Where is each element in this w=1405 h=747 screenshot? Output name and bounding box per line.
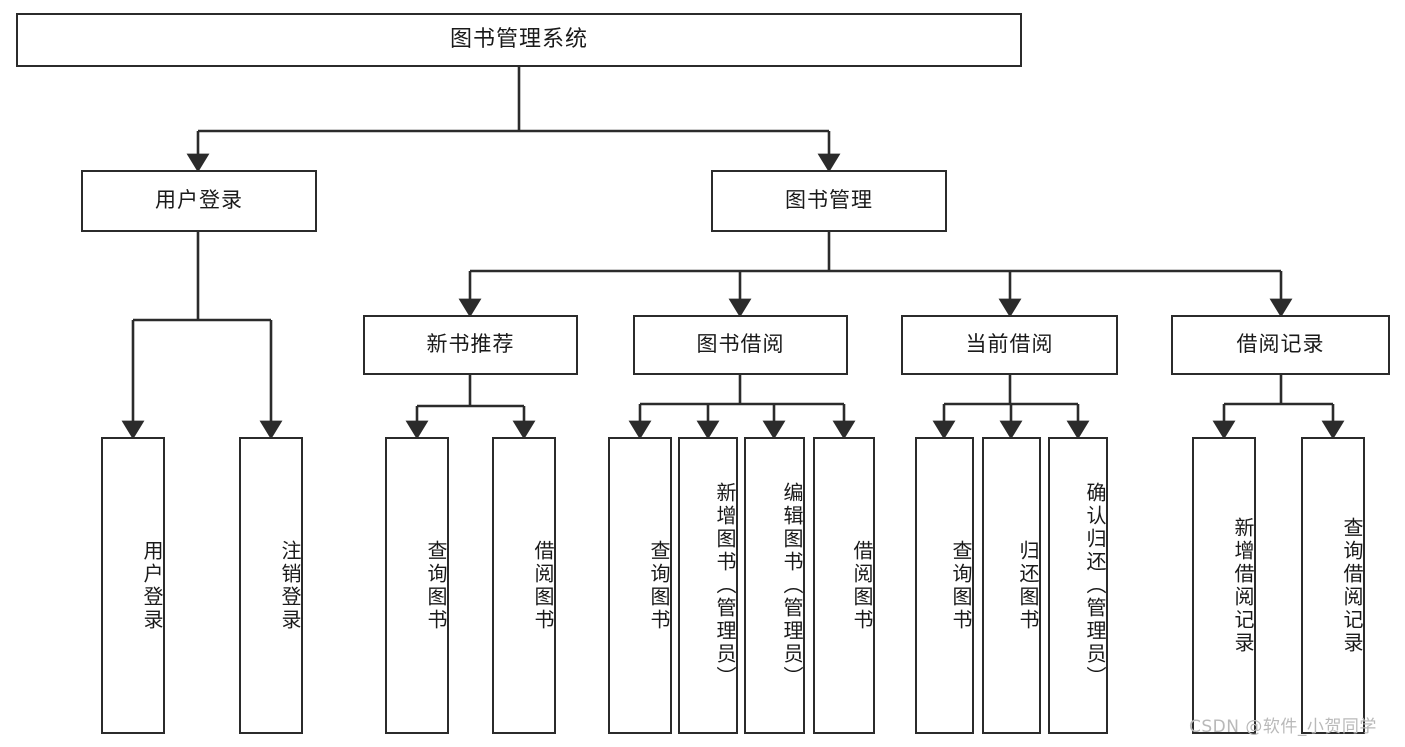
leaf-book-borrow-add-book-admin[interactable]: 新增图书（管理员）: [678, 437, 738, 734]
node-root-system[interactable]: 图书管理系统: [16, 13, 1022, 67]
leaf-label: 查询图书: [949, 539, 973, 632]
leaf-book-borrow-borrow-book[interactable]: 借阅图书: [813, 437, 875, 734]
leaf-user-login-login[interactable]: 用户登录: [101, 437, 165, 734]
leaf-label: 注销登录: [278, 539, 302, 632]
leaf-label: 确认归还（管理员）: [1083, 482, 1107, 689]
leaf-label: 查询借阅记录: [1340, 516, 1364, 655]
node-user-login[interactable]: 用户登录: [81, 170, 317, 232]
leaf-label: 借阅图书: [850, 539, 874, 632]
leaf-label: 查询图书: [647, 539, 671, 632]
node-book-management[interactable]: 图书管理: [711, 170, 947, 232]
leaf-label: 归还图书: [1016, 539, 1040, 632]
leaf-label: 查询图书: [424, 539, 448, 632]
leaf-label: 用户登录: [140, 539, 164, 632]
leaf-current-borrow-return-book[interactable]: 归还图书: [982, 437, 1041, 734]
leaf-current-borrow-query-book[interactable]: 查询图书: [915, 437, 974, 734]
node-borrow-record[interactable]: 借阅记录: [1171, 315, 1390, 375]
watermark-text: CSDN @软件_小贺同学: [1189, 717, 1377, 737]
leaf-new-book-query-book[interactable]: 查询图书: [385, 437, 449, 734]
node-book-borrow[interactable]: 图书借阅: [633, 315, 848, 375]
leaf-book-borrow-query-book[interactable]: 查询图书: [608, 437, 672, 734]
node-current-borrow[interactable]: 当前借阅: [901, 315, 1118, 375]
leaf-label: 新增图书（管理员）: [713, 482, 737, 689]
leaf-label: 借阅图书: [531, 539, 555, 632]
leaf-current-borrow-confirm-return-admin[interactable]: 确认归还（管理员）: [1048, 437, 1108, 734]
leaf-user-login-logout[interactable]: 注销登录: [239, 437, 303, 734]
leaf-new-book-borrow-book[interactable]: 借阅图书: [492, 437, 556, 734]
leaf-label: 新增借阅记录: [1231, 516, 1255, 655]
leaf-borrow-record-add-record[interactable]: 新增借阅记录: [1192, 437, 1256, 734]
leaf-borrow-record-query-record[interactable]: 查询借阅记录: [1301, 437, 1365, 734]
leaf-label: 编辑图书（管理员）: [780, 482, 804, 689]
node-new-book-recommend[interactable]: 新书推荐: [363, 315, 578, 375]
leaf-book-borrow-edit-book-admin[interactable]: 编辑图书（管理员）: [744, 437, 805, 734]
